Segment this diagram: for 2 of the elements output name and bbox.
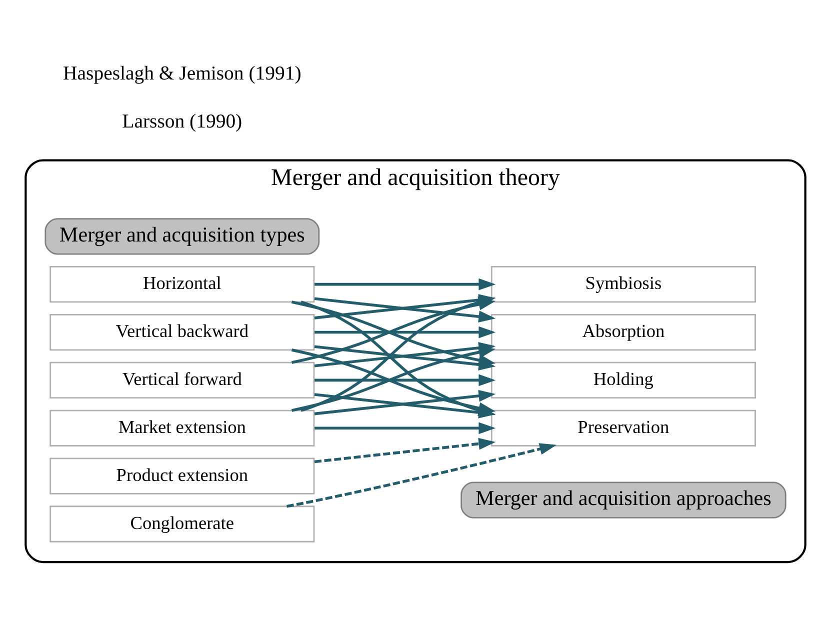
label: Haspeslagh & Jemison (1991) [63,62,302,84]
label: Larsson (1990) [122,110,242,132]
